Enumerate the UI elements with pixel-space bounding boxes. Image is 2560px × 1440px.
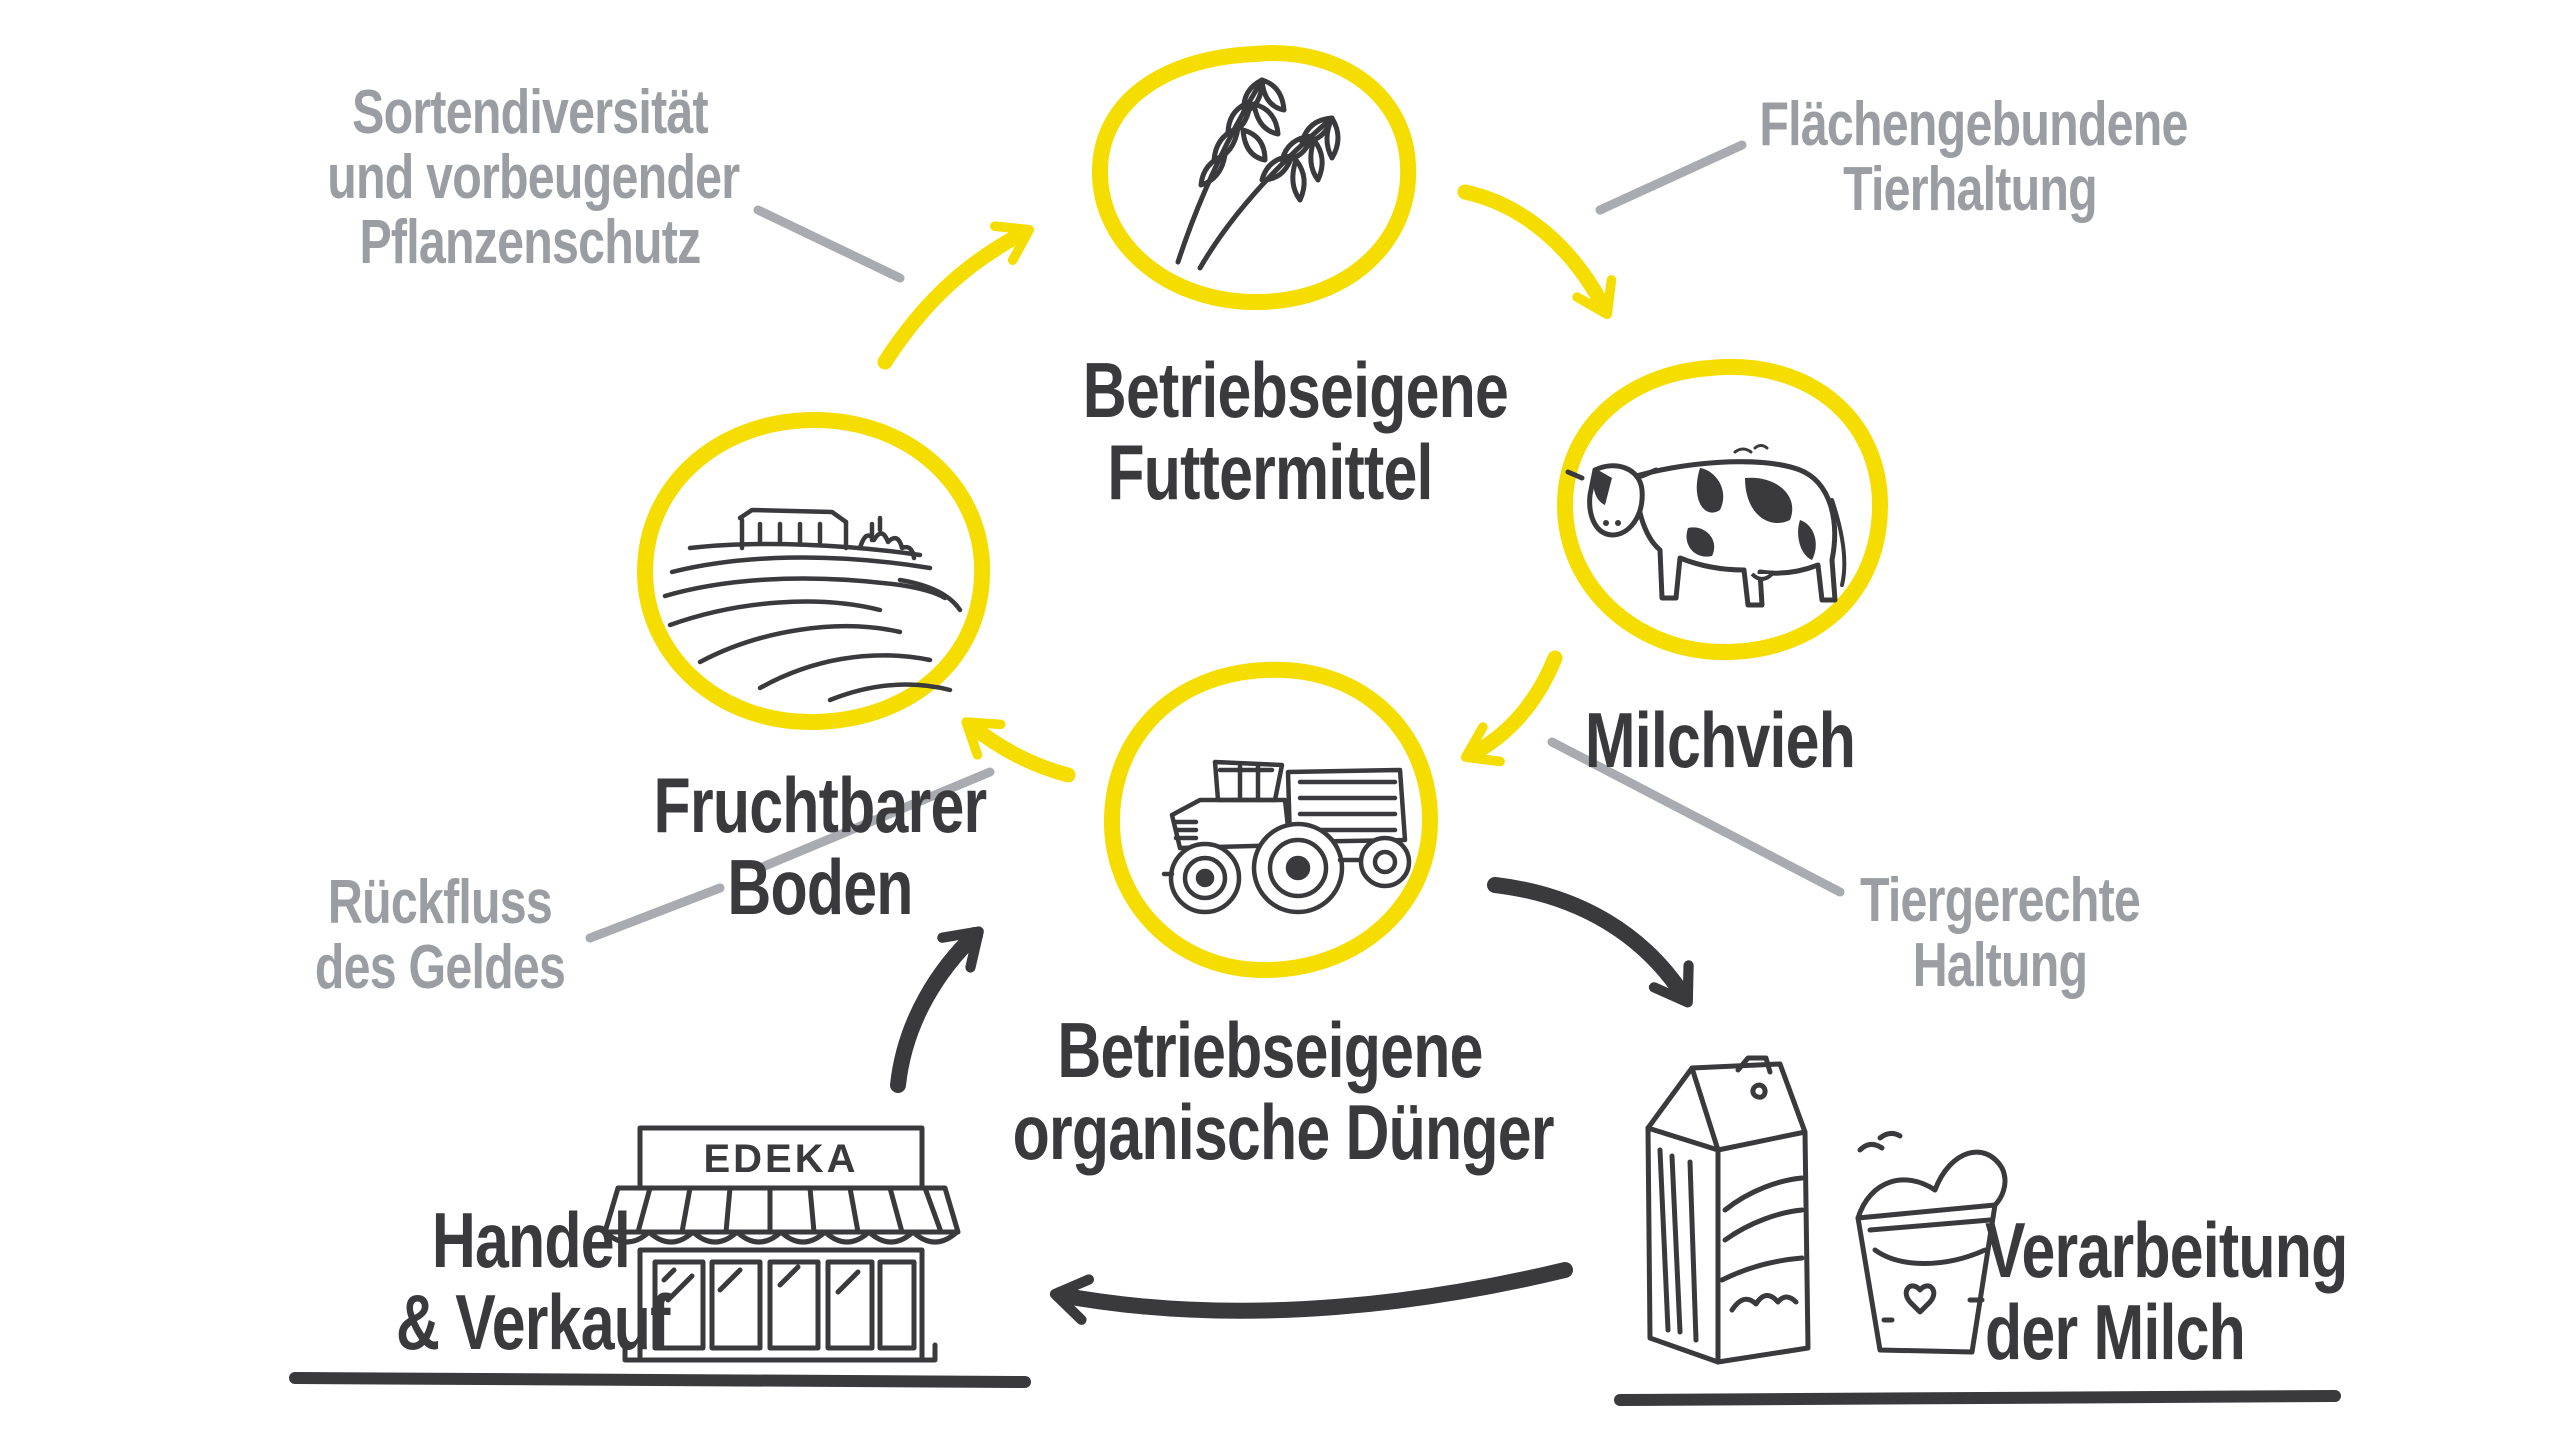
connector-tiergerecht [1547, 737, 1845, 897]
node-label-handel: Handel & Verkauf [396, 1196, 670, 1366]
node-boden-line2: Boden [727, 842, 913, 931]
node-futtermittel-line2: Futtermittel [1107, 427, 1433, 516]
circle-futtermittel [1091, 45, 1417, 311]
arrow-duenger-to-boden [961, 717, 1076, 783]
note-tiergerecht-line2: Haltung [1912, 931, 2088, 1001]
connector-flaechen [1595, 140, 1747, 215]
field-icon [662, 507, 963, 703]
connector-rueckfluss [585, 883, 725, 943]
arrow-handel-to-boden [890, 926, 984, 1093]
node-duenger-line1: Betriebseigene [1057, 1006, 1483, 1094]
note-tiergerecht: Tiergerechte Haltung [1844, 868, 2156, 998]
node-boden-line1: Fruchtbarer [653, 761, 988, 849]
note-rueckfluss: Rückfluss des Geldes [307, 870, 572, 1000]
node-duenger-line2: organische Dünger [1012, 1087, 1555, 1176]
node-label-milchvieh: Milchvieh [1548, 696, 1891, 784]
note-sortendiversitaet-line3: Pflanzenschutz [359, 208, 701, 278]
node-label-duenger: Betriebseigene organische Dünger [1012, 1006, 1555, 1176]
node-handel-line1: Handel [431, 1196, 631, 1284]
node-milchvieh-line1: Milchvieh [1584, 696, 1856, 784]
note-flaechen: Flächengebundene Tierhaltung [1759, 90, 2188, 225]
ground-line-left [289, 1372, 1031, 1388]
milk-carton-yogurt-icon [1645, 1055, 2008, 1365]
node-verarbeitung-line1: Verarbeitung [1985, 1206, 2348, 1294]
node-label-boden: Fruchtbarer Boden [633, 761, 1007, 931]
node-handel-line2: & Verkauf [396, 1277, 670, 1366]
arrow-futtermittel-to-milchvieh [1457, 184, 1617, 320]
circle-milchvieh [1556, 358, 1889, 661]
store-icon: EDEKA [602, 1125, 961, 1363]
note-sortendiversitaet-line1: Sortendiversität [352, 78, 708, 147]
arrow-duenger-to-verarbeitung [1487, 877, 1694, 1008]
arrow-boden-to-futtermittel [877, 221, 1035, 370]
wheat-icon [1175, 77, 1341, 271]
note-flaechen-line2: Tierhaltung [1843, 155, 2098, 225]
connector-sortendiversitaet [753, 205, 905, 283]
circle-boden [636, 411, 991, 731]
note-sortendiversitaet: Sortendiversität und vorbeugender Pflanz… [327, 78, 740, 278]
node-futtermittel-line1: Betriebseigene [1082, 346, 1509, 434]
note-rueckfluss-line1: Rückfluss [327, 868, 553, 937]
store-sign-text: EDEKA [703, 1137, 858, 1181]
node-label-verarbeitung: Verarbeitung der Milch [1985, 1206, 2348, 1376]
tractor-icon [1161, 759, 1412, 915]
circle-duenger [1103, 661, 1439, 979]
ground-line-right [1614, 1390, 2341, 1406]
node-verarbeitung-line2: der Milch [1985, 1287, 2246, 1376]
arrow-milchvieh-to-duenger [1460, 650, 1563, 767]
note-rueckfluss-line2: des Geldes [314, 933, 566, 1003]
cow-icon [1565, 444, 1847, 608]
arrow-verarbeitung-to-handel [1049, 1262, 1573, 1325]
node-label-futtermittel: Betriebseigene Futtermittel [1082, 346, 1509, 516]
note-flaechen-line1: Flächengebundene [1759, 90, 2188, 159]
note-tiergerecht-line1: Tiergerechte [1859, 866, 2141, 935]
connector-rueckfluss-upper [755, 767, 995, 873]
note-sortendiversitaet-line2: und vorbeugender [327, 143, 740, 213]
